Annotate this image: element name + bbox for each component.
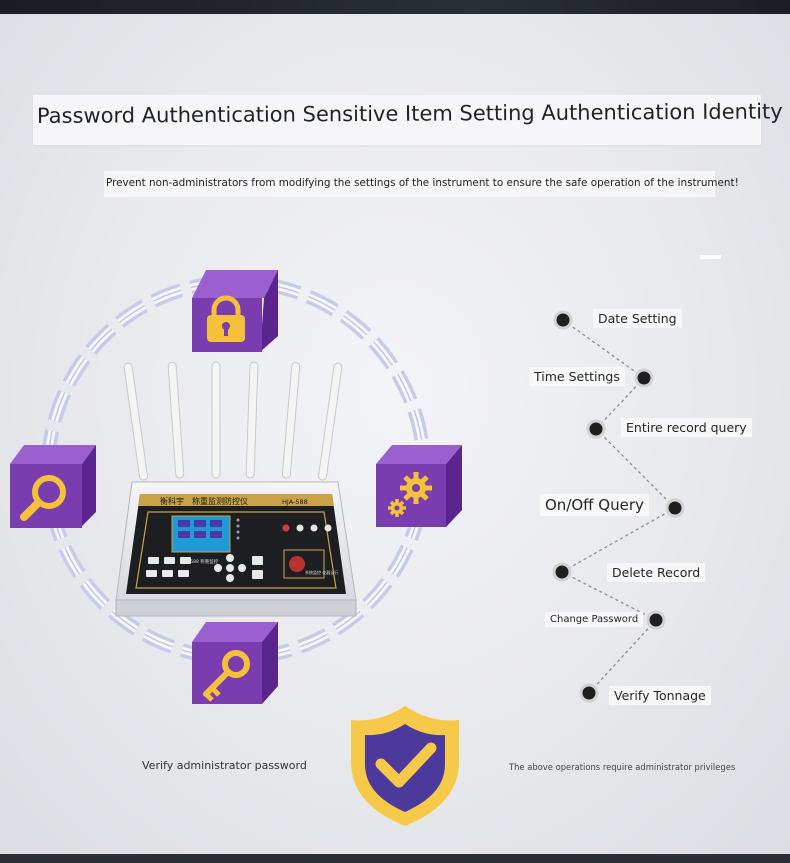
menu-item-delete-record: Delete Record — [607, 563, 706, 582]
admin-password-caption: Verify administrator password — [142, 759, 307, 772]
menu-item-date-setting: Date Setting — [593, 309, 682, 328]
page-subtitle: Prevent non-administrators from modifyin… — [106, 177, 739, 189]
device-antennas — [123, 361, 343, 481]
decorative-mark — [700, 255, 721, 259]
checkmark-shield-icon — [351, 706, 459, 826]
subtitle-box — [104, 171, 715, 197]
padlock-cube — [192, 270, 278, 352]
menu-node-delete-record — [552, 562, 572, 582]
key-icon — [203, 650, 250, 702]
gears-cube — [376, 445, 462, 527]
device-brand: 衡科宇 — [160, 496, 184, 506]
device-name: 称重监测防控仪 — [192, 496, 248, 506]
menu-node-onoff-query — [665, 498, 685, 518]
menu-node-verify-tonnage — [579, 683, 599, 703]
menu-item-time-settings: Time Settings — [529, 367, 625, 386]
magnifier-icon — [20, 475, 66, 521]
menu-item-change-password: Change Password — [545, 612, 644, 627]
admin-privileges-caption: The above operations require administrat… — [509, 762, 736, 772]
screen-label: HJA-588 称重监控 — [181, 558, 219, 565]
padlock-icon — [207, 295, 245, 342]
menu-node-time-settings — [634, 368, 654, 388]
top-dark-bar — [0, 0, 790, 14]
title-box — [33, 95, 761, 145]
menu-connector-diagram — [552, 310, 685, 703]
key-cube — [192, 622, 278, 704]
menu-item-verify-tonnage: Verify Tonnage — [609, 686, 711, 705]
security-illustration: 衡科宇 称重监测防控仪 HJA-588 HJA-588 称重监控 — [10, 270, 462, 704]
bottom-dark-bar — [0, 854, 790, 863]
panel-label: 系统监控 仪器运行 — [305, 569, 338, 575]
device-model: HJA-588 — [282, 498, 308, 506]
menu-item-onoff-query: On/Off Query — [540, 494, 649, 516]
menu-item-record-query: Entire record query — [621, 418, 752, 437]
magnifier-cube — [10, 445, 96, 528]
menu-node-change-password — [646, 610, 666, 630]
monitoring-device: 衡科宇 称重监测防控仪 HJA-588 HJA-588 称重监控 — [115, 481, 357, 617]
menu-node-record-query — [586, 419, 606, 439]
gears-icon — [388, 472, 432, 517]
menu-node-date-setting — [553, 310, 573, 330]
page-title: Password Authentication Sensitive Item S… — [36, 99, 783, 128]
